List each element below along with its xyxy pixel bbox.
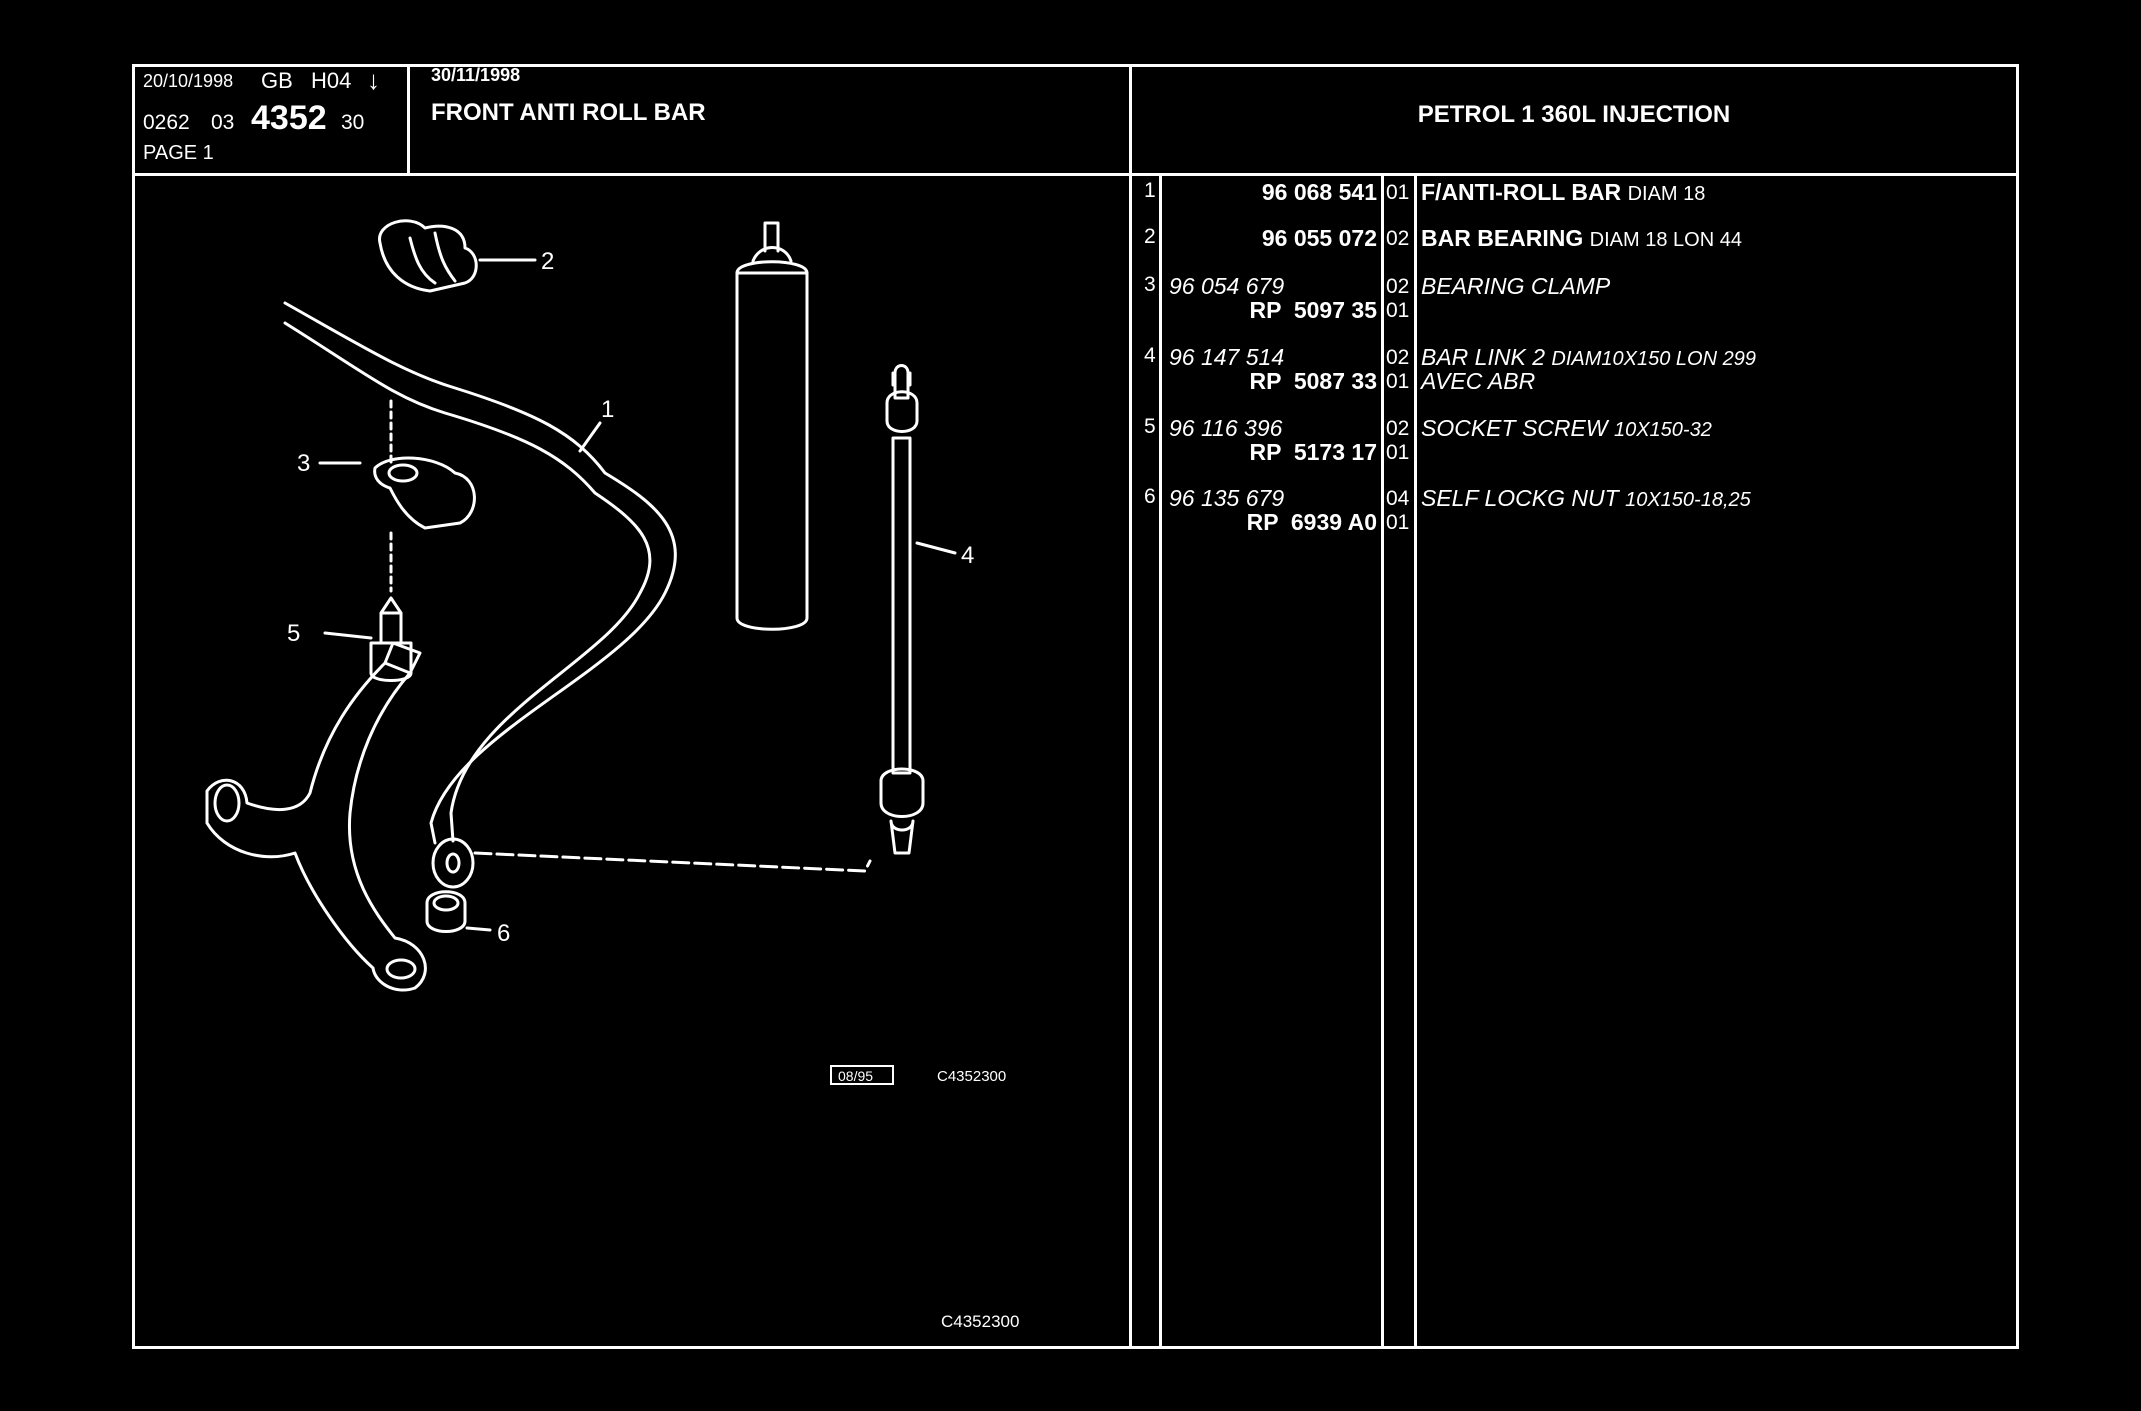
bar-end-eye (431, 837, 475, 889)
header-lang: GB (261, 68, 293, 93)
header-ref-a: 0262 (143, 111, 190, 134)
parts-sheet: 20/10/1998 GB H04 ↓ 0262 03 4352 30 PAGE… (132, 64, 2019, 1349)
part-rp: RP 5173 17 (1249, 439, 1377, 465)
part-number: 96 068 541 (1261, 179, 1377, 205)
part-spec: DIAM 18 (1627, 183, 1706, 205)
header-page: PAGE 1 (143, 142, 214, 164)
part-qty-2: 01 (1386, 441, 1410, 464)
leader-line-6 (465, 926, 492, 932)
link-connection-line (473, 851, 872, 873)
part-description: BAR BEARING DIAM 18 LON 44 (1421, 225, 1742, 252)
part-rp: RP 5097 35 (1249, 297, 1377, 323)
row-index: 6 (1144, 485, 1156, 508)
table-col-idx (1159, 173, 1162, 1346)
part-name: SOCKET SCREW (1421, 415, 1608, 441)
row-index: 1 (1144, 179, 1156, 202)
header-col-divider-1 (407, 67, 410, 173)
part-spec: DIAM 18 LON 44 (1589, 229, 1742, 251)
header-ref-b: 03 (211, 111, 235, 134)
part-qty-2: 01 (1386, 299, 1410, 322)
header-date-1: 20/10/1998 (143, 71, 234, 91)
part-number: 96 054 679 (1169, 273, 1285, 299)
header-date-2: 30/11/1998 (431, 65, 521, 85)
header-code: H04 (311, 68, 352, 93)
part-name: BEARING CLAMP (1421, 273, 1611, 299)
page-title: FRONT ANTI ROLL BAR (431, 99, 706, 126)
part-qty-2: 01 (1386, 370, 1410, 393)
part-rp: RP 5087 33 (1249, 368, 1377, 394)
part-qty: 04 (1386, 487, 1410, 510)
part-number: 96 135 679 (1169, 485, 1285, 511)
part-qty: 02 (1386, 227, 1410, 250)
engine-title: PETROL 1 360L INJECTION (1417, 101, 1731, 128)
table-col-qty (1381, 173, 1384, 1346)
stamp-code: C4352300 (937, 1068, 1006, 1085)
part-name: SELF LOCKG NUT (1421, 485, 1619, 511)
leader-line-4 (915, 541, 957, 555)
anti-roll-bar-outline-inner (283, 321, 652, 843)
part-qty-2: 01 (1386, 511, 1410, 534)
self-locking-nut (425, 890, 467, 933)
part-number: 96 116 396 (1169, 415, 1283, 441)
bar-bearing (378, 219, 478, 293)
shock-absorber (735, 271, 809, 631)
callout-3: 3 (297, 450, 310, 477)
row-index: 4 (1144, 344, 1156, 367)
stamp-box-date: 08/95 (838, 1068, 873, 1084)
part-name: F/ANTI-ROLL BAR (1421, 179, 1622, 205)
header-ref-c: 30 (341, 111, 365, 134)
socket-screw (369, 596, 413, 682)
row-index: 5 (1144, 415, 1156, 438)
callout-1: 1 (601, 396, 614, 423)
part-note: AVEC ABR (1421, 368, 1536, 394)
part-number: 96 147 514 (1169, 344, 1285, 370)
part-name: BAR BEARING (1421, 225, 1584, 251)
part-description: F/ANTI-ROLL BAR DIAM 18 (1421, 179, 1705, 206)
part-spec: DIAM10X150 LON 299 (1551, 348, 1756, 370)
part-qty: 01 (1386, 181, 1410, 204)
part-name: BAR LINK 2 (1421, 344, 1545, 370)
part-description: BAR LINK 2 DIAM10X150 LON 299 (1421, 344, 1756, 371)
exploded-diagram: 1 2 3 4 5 6 08/95 C4352300 C4352300 (205, 219, 1019, 1331)
main-col-divider (1129, 67, 1132, 1346)
callout-2: 2 (541, 248, 554, 275)
part-rp: RP 6939 A0 (1246, 509, 1377, 535)
callout-5: 5 (287, 620, 300, 647)
part-description: SOCKET SCREW 10X150-32 (1421, 415, 1712, 442)
leader-line-5 (323, 631, 373, 640)
row-index: 2 (1144, 225, 1156, 248)
callout-4: 4 (961, 542, 974, 569)
part-qty: 02 (1386, 346, 1410, 369)
callout-6: 6 (497, 920, 510, 947)
bearing-clamp (373, 456, 476, 530)
header-ref-main: 4352 (251, 99, 327, 137)
part-spec: 10X150-18,25 (1625, 489, 1751, 511)
anti-roll-bar-outline (283, 301, 677, 845)
stamp-box (830, 1065, 894, 1085)
header-divider (135, 173, 2016, 176)
arrow-down-icon: ↓ (367, 65, 380, 95)
part-qty: 02 (1386, 275, 1410, 298)
part-qty: 02 (1386, 417, 1410, 440)
part-description: SELF LOCKG NUT 10X150-18,25 (1421, 485, 1751, 512)
row-index: 3 (1144, 273, 1156, 296)
table-col-desc (1414, 173, 1417, 1346)
bar-link (885, 371, 919, 433)
wishbone-arm (205, 661, 427, 992)
part-number: 96 055 072 (1261, 225, 1377, 251)
footer-code: C4352300 (941, 1312, 1019, 1331)
leader-line-1 (578, 421, 602, 453)
part-spec: 10X150-32 (1613, 419, 1712, 441)
